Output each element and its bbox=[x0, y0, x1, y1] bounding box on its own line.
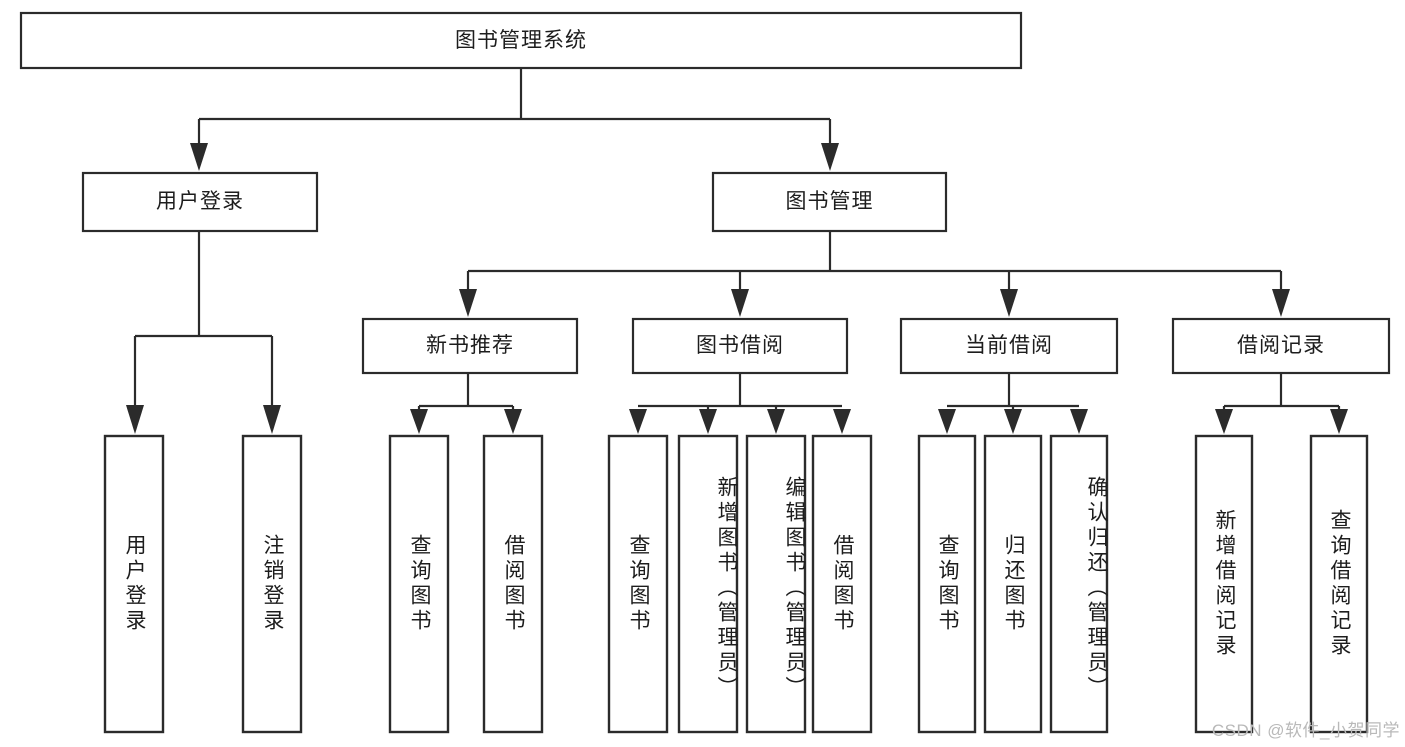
leaf-box-logout-login[interactable] bbox=[241, 434, 303, 734]
arrow-head-query-borrow-record bbox=[1330, 409, 1348, 434]
leaf-box-query-book-1[interactable] bbox=[388, 434, 450, 734]
arrow-head-new-book-recommend bbox=[459, 289, 477, 317]
arrow-head-query-book-1 bbox=[410, 409, 428, 434]
node-box-root[interactable] bbox=[19, 11, 1023, 70]
node-box-user-login[interactable] bbox=[81, 171, 319, 233]
arrow-head-borrow-records bbox=[1272, 289, 1290, 317]
leaf-box-borrow-book-2[interactable] bbox=[811, 434, 873, 734]
arrow-head-leaf-logout-login bbox=[263, 405, 281, 434]
arrow-head-leaf-user-login bbox=[126, 405, 144, 434]
leaf-box-confirm-return-admin[interactable] bbox=[1049, 434, 1109, 734]
arrow-head-confirm-return bbox=[1070, 409, 1088, 434]
arrow-head-borrow-book-2 bbox=[833, 409, 851, 434]
leaf-box-add-borrow-record[interactable] bbox=[1194, 434, 1254, 734]
node-box-borrow-records[interactable] bbox=[1171, 317, 1391, 375]
leaf-box-borrow-book-1[interactable] bbox=[482, 434, 544, 734]
arrow-head-book-borrow bbox=[731, 289, 749, 317]
arrow-head-add-book bbox=[699, 409, 717, 434]
arrow-head-user-login bbox=[190, 143, 208, 171]
csdn-watermark: CSDN @软件_小贺同学 bbox=[1211, 721, 1400, 740]
arrow-head-current-borrow bbox=[1000, 289, 1018, 317]
arrow-head-return-book bbox=[1004, 409, 1022, 434]
node-box-book-borrow[interactable] bbox=[631, 317, 849, 375]
leaf-box-add-book-admin[interactable] bbox=[677, 434, 739, 734]
leaf-box-query-book-3[interactable] bbox=[917, 434, 977, 734]
arrow-head-query-book-2 bbox=[629, 409, 647, 434]
node-box-new-book-recommend[interactable] bbox=[361, 317, 579, 375]
leaf-box-query-book-2[interactable] bbox=[607, 434, 669, 734]
node-box-current-borrow[interactable] bbox=[899, 317, 1119, 375]
arrow-head-add-borrow-record bbox=[1215, 409, 1233, 434]
arrow-head-query-book-3 bbox=[938, 409, 956, 434]
leaf-box-edit-book-admin[interactable] bbox=[745, 434, 807, 734]
arrow-head-book-mgmt bbox=[821, 143, 839, 171]
leaf-box-return-book[interactable] bbox=[983, 434, 1043, 734]
arrow-head-borrow-book-1 bbox=[504, 409, 522, 434]
leaf-box-user-login[interactable] bbox=[103, 434, 165, 734]
node-box-book-management[interactable] bbox=[711, 171, 948, 233]
leaf-box-query-borrow-record[interactable] bbox=[1309, 434, 1369, 734]
arrow-head-edit-book bbox=[767, 409, 785, 434]
